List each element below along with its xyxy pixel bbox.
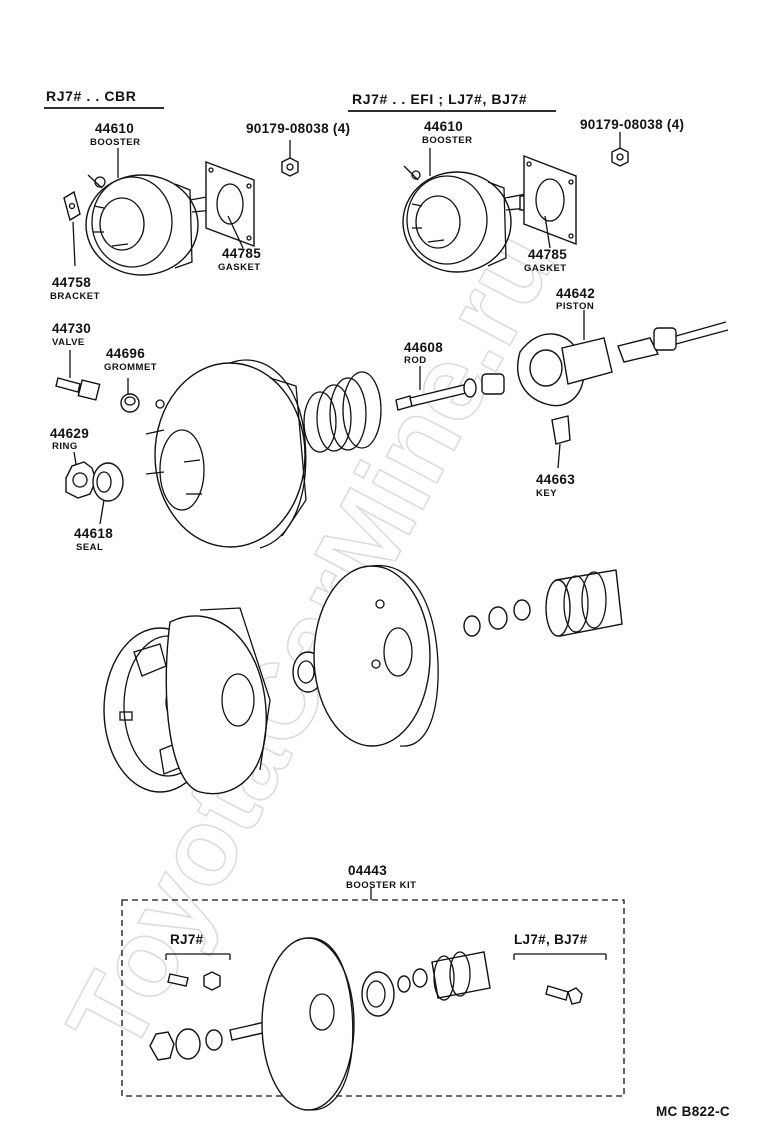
kit-ring-seal-drawing xyxy=(149,1028,223,1061)
spring-drawing xyxy=(303,371,382,453)
booster-right-label: BOOSTER xyxy=(422,135,472,146)
figure-code: MC B822-C xyxy=(656,1104,730,1119)
header-right: RJ7# . . EFI ; LJ7#, BJ7# xyxy=(352,91,527,107)
kit-valve-drawing xyxy=(167,971,221,991)
diaphragm-plate-drawing xyxy=(313,565,439,747)
booster-left-label: BOOSTER xyxy=(90,137,140,148)
seal-label: SEAL xyxy=(76,542,103,553)
kit-boot-drawing xyxy=(431,951,491,1001)
gasket-left-drawing xyxy=(205,160,255,248)
nut-right-number: 90179-08038 (4) xyxy=(580,117,684,132)
grommet-label: GROMMET xyxy=(104,362,157,373)
booster-left-drawing xyxy=(85,174,218,276)
kit-seal-washers-drawing xyxy=(361,968,428,1017)
piston-label: PISTON xyxy=(556,301,594,312)
grommet-number: 44696 xyxy=(106,346,145,361)
nut-right-drawing xyxy=(611,147,629,167)
booster-right-number: 44610 xyxy=(424,119,463,134)
piston-number: 44642 xyxy=(556,286,595,301)
valve-number: 44730 xyxy=(52,321,91,336)
ring-label: RING xyxy=(52,441,78,452)
ring-drawing xyxy=(65,461,97,499)
key-label: KEY xyxy=(536,488,557,499)
rod-label: ROD xyxy=(404,355,427,366)
ring-number: 44629 xyxy=(50,426,89,441)
nut-left-drawing xyxy=(281,157,299,177)
bracket-left-label: BRACKET xyxy=(50,291,100,302)
gasket-right-number: 44785 xyxy=(528,247,567,262)
seal-number: 44618 xyxy=(74,526,113,541)
valve-drawing xyxy=(55,377,101,401)
bracket-left-drawing xyxy=(63,190,81,222)
kit-number: 04443 xyxy=(348,863,387,878)
gasket-left-label: GASKET xyxy=(218,262,261,273)
kit-diaphragm-drawing xyxy=(261,937,355,1111)
small-washers-drawing xyxy=(463,599,531,637)
gasket-right-drawing xyxy=(523,154,577,246)
valve-label: VALVE xyxy=(52,337,85,348)
bracket-left-number: 44758 xyxy=(52,275,91,290)
booster-left-number: 44610 xyxy=(95,121,134,136)
gasket-right-label: GASKET xyxy=(524,263,567,274)
rubber-boot-drawing xyxy=(545,569,623,637)
key-number: 44663 xyxy=(536,472,575,487)
key-drawing xyxy=(551,415,571,445)
kit-right-group: LJ7#, BJ7# xyxy=(514,932,588,947)
rod-number: 44608 xyxy=(404,340,443,355)
seal-drawing xyxy=(92,462,124,502)
header-left: RJ7# . . CBR xyxy=(46,88,136,104)
piston-drawing xyxy=(517,321,729,407)
grommet-drawing xyxy=(120,393,140,413)
main-booster-drawing xyxy=(145,359,307,549)
gasket-left-number: 44785 xyxy=(222,246,261,261)
kit-right-valve-drawing xyxy=(545,985,583,1005)
nut-left-number: 90179-08038 (4) xyxy=(246,121,350,136)
kit-label: BOOSTER KIT xyxy=(346,880,416,891)
booster-kit-box xyxy=(121,899,625,1097)
front-shell-drawing xyxy=(165,607,271,795)
rod-drawing xyxy=(395,373,505,411)
kit-left-group: RJ7# xyxy=(170,932,204,947)
